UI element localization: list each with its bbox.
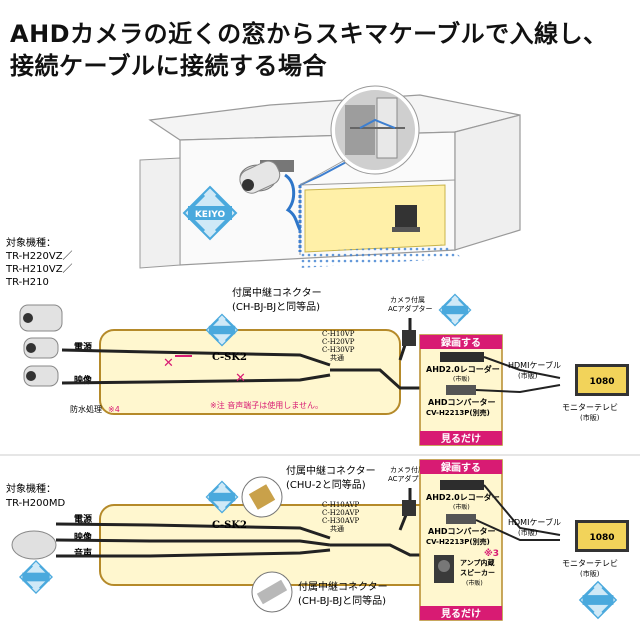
- s1-monitor-sub: (市販): [580, 413, 600, 422]
- s2-view-banner: 見るだけ: [440, 608, 481, 620]
- s1-view-banner: 見るだけ: [440, 433, 481, 445]
- s1-model-2: TR-H210VZ／: [5, 263, 73, 275]
- s1-ac-adapter: [402, 330, 416, 346]
- s2-converter-label: AHDコンバーター: [428, 526, 496, 536]
- s2-adapter-label: カメラ付属: [390, 465, 425, 474]
- s2-cable-3: C-H30AVP: [322, 517, 359, 525]
- s1-recorder-unit: [440, 352, 484, 362]
- s2-target-label: 対象機種：: [6, 482, 56, 495]
- s1-converter-label: AHDコンバーター: [428, 397, 496, 407]
- s2-speaker-label: アンプ内蔵: [460, 558, 495, 567]
- s1-audio-note: ※注 音声端子は使用しません。: [210, 400, 323, 410]
- window-detail-magnifier: [330, 85, 420, 175]
- s1-record-banner-bg: [420, 335, 502, 349]
- s2-monitor-label: モニターテレビ: [562, 559, 618, 568]
- s2-record-banner-bg: [420, 460, 502, 474]
- s2-tv-screen-text: 1080: [589, 533, 614, 543]
- s2-hdmi-sub: (市販): [518, 528, 538, 537]
- s1-model-1: TR-H220VZ／: [5, 250, 73, 262]
- s2-monitor-sub: (市販): [580, 569, 600, 578]
- section-1: 対象機種： TR-H220VZ／ TR-H210VZ／ TR-H210 電源 映…: [5, 236, 629, 446]
- house-illustration: [139, 85, 521, 269]
- s2-wires: [55, 488, 445, 558]
- s1-view-banner-bg: [420, 431, 502, 445]
- s1-adapter-label-2: ACアダプター: [388, 304, 433, 313]
- s2-cable-4: 共通: [330, 524, 344, 533]
- s1-target-label: 対象機種：: [6, 236, 56, 249]
- s1-cameras-illustration: [19, 304, 63, 387]
- s1-record-banner: 録画する: [441, 336, 481, 349]
- s2-recorder-sub: (市販): [453, 503, 470, 511]
- keiyo-logo-s2-right: [578, 580, 618, 620]
- s2-record-banner: 録画する: [441, 461, 481, 474]
- s1-sk2-label: C-SK2: [212, 352, 247, 363]
- bullet-camera-illustration: [239, 160, 294, 194]
- s1-converter-model: CV-H2213P(別売): [426, 408, 490, 417]
- s1-recorder-sub: (市販): [453, 375, 470, 383]
- s1-hdmi-label: HDMIケーブル: [508, 360, 561, 370]
- s2-cable-1: C-H10AVP: [322, 501, 359, 509]
- s1-cross-mark-2: ✕: [235, 371, 246, 386]
- s1-cable-2: C-H20VP: [322, 338, 355, 346]
- s1-cable-1: C-H10VP: [322, 330, 355, 338]
- s1-converter-unit: [446, 385, 476, 395]
- s1-tv-screen-text: 1080: [589, 377, 614, 387]
- heading-line-2: 接続ケーブルに接続する場合: [10, 52, 328, 80]
- s2-power-label: 電源: [74, 513, 92, 525]
- s2-connector-top-label: 付属中継コネクター: [286, 464, 376, 477]
- section-2: 対象機種： TR-H200MD 電源 映像 音声 C-SK2 付属中継コネクター…: [5, 459, 629, 621]
- s1-cable-3: C-H30VP: [322, 346, 355, 354]
- keiyo-logo-text-1: KEIYO: [195, 210, 226, 220]
- s2-speaker-sub: (市販): [466, 579, 483, 587]
- s2-hdmi-label: HDMIケーブル: [508, 517, 561, 527]
- s2-speaker-label-2: スピーカー: [460, 568, 495, 577]
- s2-dome-camera: [11, 530, 57, 560]
- s2-ac-adapter: [402, 500, 416, 516]
- s1-recorder-label: AHD2.0レコーダー: [426, 364, 500, 374]
- s2-model: TR-H200MD: [5, 498, 65, 509]
- s2-converter-model: CV-H2213P(別売): [426, 537, 490, 546]
- s1-model-3: TR-H210: [5, 277, 49, 288]
- s2-converter-unit: [446, 514, 476, 524]
- s2-connector-bottom-sub: (CH-BJ-BJと同等品): [298, 594, 386, 607]
- s2-cable-2: C-H20AVP: [322, 509, 359, 517]
- s2-connector-bottom-label: 付属中継コネクター: [298, 580, 388, 593]
- s1-connector-sub: (CH-BJ-BJと同等品): [232, 300, 320, 313]
- keiyo-logo-s1-right: [438, 293, 472, 327]
- s1-monitor-label: モニターテレビ: [562, 403, 618, 412]
- s2-sk2-label: C-SK2: [212, 520, 247, 531]
- s2-recorder-unit: [440, 480, 484, 490]
- s2-view-banner-bg: [420, 606, 502, 620]
- s2-adapter-label-2: ACアダプター: [388, 474, 433, 483]
- s2-connector-top-sub: (CHU-2と同等品): [286, 478, 366, 491]
- s1-adapter-label: カメラ付属: [390, 295, 425, 304]
- keiyo-logo-s2-left: [18, 559, 54, 595]
- s2-recorder-label: AHD2.0レコーダー: [426, 492, 500, 502]
- s1-cross-mark-1: ✕: [163, 356, 174, 371]
- heading-line-1: AHDカメラの近くの窓からスキマケーブルで入線し、: [10, 20, 608, 48]
- s1-cable-4: 共通: [330, 353, 344, 362]
- s2-note-mark: ※3: [484, 548, 499, 559]
- s1-note-mark: ※4: [108, 405, 120, 414]
- s1-connector-label: 付属中継コネクター: [232, 286, 322, 299]
- s1-hdmi-sub: (市販): [518, 371, 538, 380]
- s1-waterproof-label: 防水処理: [70, 404, 102, 414]
